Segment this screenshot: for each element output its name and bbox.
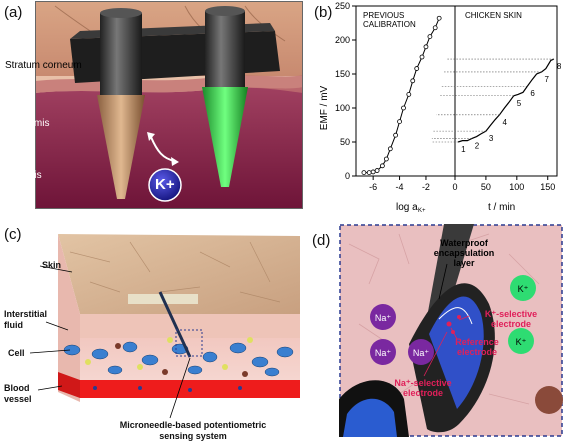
stratum-corneum-label: Stratum corneum [5, 60, 82, 71]
panel-b-label: (b) [314, 4, 333, 21]
k-ion-2: K⁺ [516, 337, 527, 347]
panel-c-label: (c) [4, 226, 22, 243]
naselective-line1: Na⁺-selective [394, 378, 451, 388]
step-label: 6 [530, 89, 535, 98]
step-label: 1 [461, 145, 466, 154]
na-ion-2: Na⁺ [375, 348, 392, 358]
calibration-point [387, 146, 393, 152]
step-label: 5 [517, 99, 522, 108]
cell-label: Cell [8, 348, 25, 358]
calibration-point [361, 170, 367, 176]
panel-a-illustration [35, 1, 303, 209]
na-ion-1: Na⁺ [375, 313, 392, 323]
x-tick-label-left: -4 [396, 182, 404, 192]
panel-a-label: (a) [4, 4, 23, 21]
chicken-skin-line [457, 58, 555, 143]
blood-vessel-label: Blood vessel [4, 383, 32, 404]
calibration-line [363, 18, 440, 174]
plot-frame [355, 5, 558, 177]
y-tick-label: 0 [345, 171, 350, 181]
left-title-line2: CALIBRATION [363, 20, 416, 29]
waterproof-line1: Waterproof [440, 238, 489, 248]
calibration-point [397, 119, 402, 124]
calibration-point [432, 25, 438, 31]
reference-line2: electrode [457, 347, 497, 357]
na-ion-3: Na⁺ [413, 348, 430, 358]
calibration-point [436, 15, 442, 21]
calibration-point [427, 34, 433, 39]
k-ion-label: K+ [155, 176, 175, 193]
calibration-point [423, 44, 429, 50]
left-x-label-sub: K+ [418, 208, 426, 214]
sensing-system-line2: sensing system [159, 431, 227, 441]
y-tick-label: 150 [335, 69, 350, 79]
x-tick-label-right: 50 [481, 182, 491, 192]
skin-label: Skin [42, 260, 62, 270]
x-tick-label-right: 100 [509, 182, 524, 192]
y-tick-label: 100 [335, 103, 350, 113]
panel-c-illustration [29, 234, 300, 419]
sensing-system-line1: Microneedle-based potentiometric [119, 420, 267, 430]
panel-d-label: (d) [312, 232, 331, 249]
calibration-point [414, 66, 420, 71]
calibration-point [419, 54, 425, 60]
step-label: 7 [545, 75, 550, 84]
calibration-point [374, 168, 380, 173]
calibration-point [401, 105, 406, 111]
calibration-point [393, 132, 398, 138]
epidermis-label: Epidermis [5, 118, 50, 129]
x-tick-label-left: -2 [422, 182, 430, 192]
kselective-line1: K⁺-selective [485, 309, 537, 319]
step-label: 2 [475, 142, 480, 151]
left-x-label: log a [396, 202, 418, 213]
k-ion-1: K⁺ [518, 284, 529, 294]
calibration-point [383, 156, 389, 162]
waterproof-line2: encapsulation [434, 248, 495, 258]
reference-line1: Reference [455, 337, 499, 347]
y-tick-label: 50 [340, 137, 350, 147]
waterproof-line3: layer [453, 258, 475, 268]
interstitial-fluid-label: Interstitial fluid [4, 309, 48, 330]
left-title-line1: PREVIOUS [363, 11, 404, 20]
step-label: 4 [503, 118, 508, 127]
y-axis-label: EMF / mV [319, 85, 330, 130]
panel-b-chart: EMF / mV PREVIOUS CALIBRATION CHICKEN SK… [319, 1, 562, 214]
x-tick-label-right: 150 [540, 182, 555, 192]
naselective-line2: electrode [403, 388, 443, 398]
x-tick-label-right: 0 [452, 182, 457, 192]
calibration-point [366, 170, 372, 176]
right-title: CHICKEN SKIN [465, 11, 522, 20]
right-x-label: t / min [488, 202, 515, 213]
dermis-label: Dermis [10, 170, 42, 181]
panel-d-illustration: Na⁺ Na⁺ Na⁺ K⁺ K⁺ Waterproof encapsulati… [339, 224, 563, 437]
kselective-line2: electrode [491, 319, 531, 329]
calibration-point [406, 92, 412, 97]
calibration-point [380, 163, 385, 169]
step-label: 3 [489, 134, 494, 143]
y-tick-label: 250 [335, 1, 350, 11]
calibration-point [410, 78, 416, 84]
calibration-point [370, 169, 376, 175]
step-label: 8 [557, 62, 562, 71]
sensing-system-label: Microneedle-based potentiometric sensing… [118, 420, 268, 442]
x-tick-label-left: -6 [369, 182, 377, 192]
y-tick-label: 200 [335, 35, 350, 45]
